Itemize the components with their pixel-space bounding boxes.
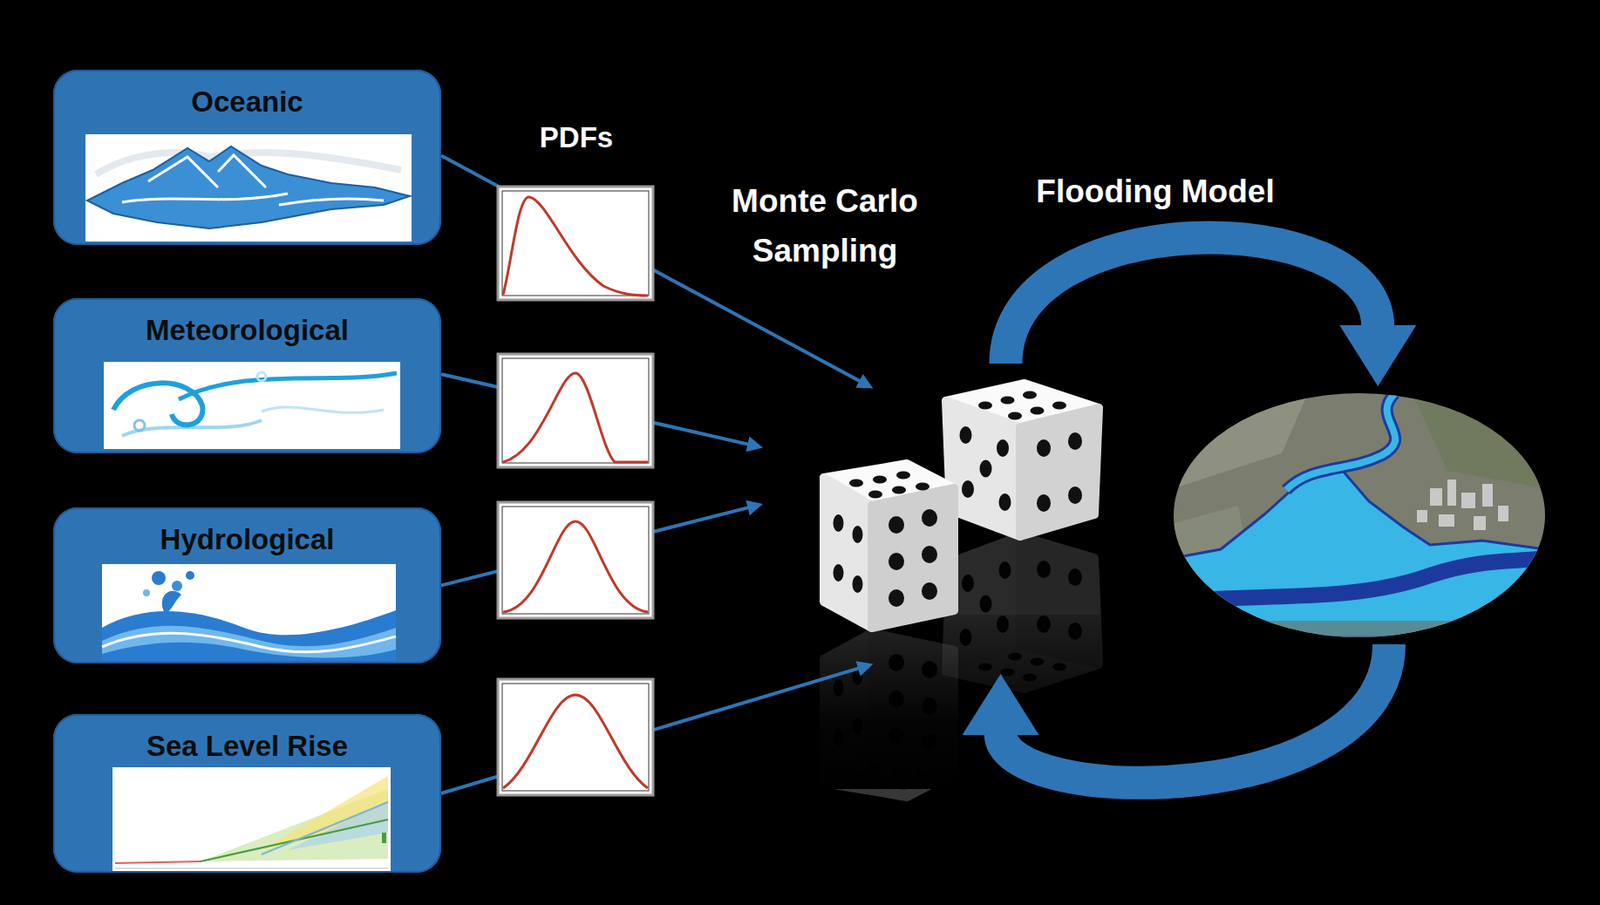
node-heading: Monte Carlo Sampling [707, 176, 943, 276]
arrow-shaft [1005, 237, 1378, 364]
arrow-head [745, 436, 763, 453]
cycle-arrow [1005, 237, 1417, 387]
arrow-head [1339, 325, 1417, 387]
cycle-arrow [962, 644, 1390, 783]
source-box: Oceanic [53, 69, 442, 246]
source-box: Hydrological [53, 507, 442, 664]
arrow-head [962, 674, 1040, 736]
box-title: Meteorological [54, 313, 440, 348]
arrow-shaft [1000, 644, 1390, 783]
arrow-head [856, 660, 874, 676]
sampling-node: Monte Carlo Sampling [762, 370, 1108, 668]
node-heading: Flooding Model [998, 172, 1313, 212]
label-holder: PDFs [506, 118, 647, 157]
model-node: Flooding Model [1173, 393, 1546, 638]
box-title: Hydrological [54, 523, 440, 557]
box-title: Oceanic [54, 85, 440, 119]
box-title: Sea Level Rise [54, 729, 440, 763]
section-label: PDFs [506, 118, 647, 157]
arrow-head [745, 500, 763, 516]
source-box: Sea Level Rise [53, 714, 442, 873]
source-box: Meteorological [53, 298, 442, 454]
arrow-head [855, 374, 873, 389]
